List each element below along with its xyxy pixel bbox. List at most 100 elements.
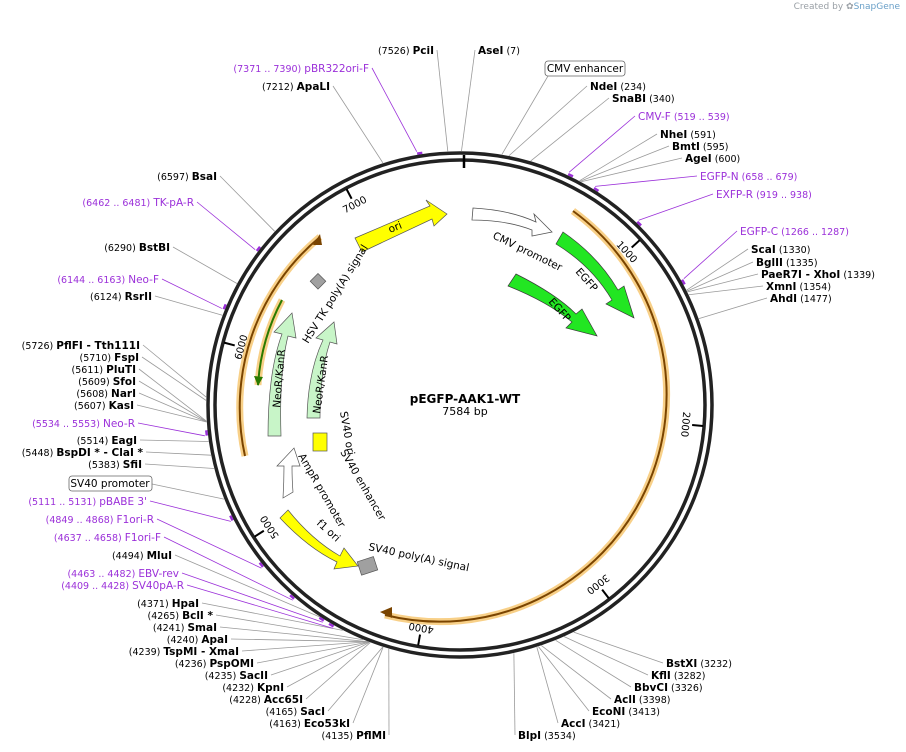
enzyme-site-pspomi[interactable]: (4236) PspOMI bbox=[175, 658, 254, 670]
enzyme-site-bstxi[interactable]: BstXI (3232) bbox=[666, 658, 732, 670]
enzyme-site-sfoi[interactable]: (5609) SfoI bbox=[78, 376, 136, 388]
enzyme-site-ahdi[interactable]: AhdI (1477) bbox=[770, 293, 832, 305]
primer-site-egfp-c[interactable]: EGFP-C (1266 .. 1287) bbox=[740, 226, 849, 238]
primer-site-neo-r[interactable]: (5534 .. 5553) Neo-R bbox=[32, 418, 135, 430]
primer-site-neo-f[interactable]: (6144 .. 6163) Neo-F bbox=[57, 274, 159, 286]
primer-binding-mark bbox=[255, 246, 262, 252]
enzyme-site-bspdi-clai[interactable]: (5448) BspDI * - ClaI * bbox=[22, 447, 144, 459]
enzyme-site-eagi[interactable]: (5514) EagI bbox=[77, 435, 137, 447]
enzyme-leader-line bbox=[174, 554, 321, 618]
enzyme-site-apali[interactable]: (7212) ApaLI bbox=[262, 81, 330, 93]
enzyme-site-bcli[interactable]: (4265) BclI * bbox=[147, 610, 213, 622]
enzyme-label: (5710) FspI bbox=[80, 352, 139, 364]
enzyme-site-apai[interactable]: (4240) ApaI bbox=[167, 634, 228, 646]
enzyme-site-kasi[interactable]: (5607) KasI bbox=[74, 400, 134, 412]
primer-label: EXFP-R (919 .. 938) bbox=[716, 189, 812, 201]
enzyme-label: SnaBI (340) bbox=[612, 93, 675, 105]
site-labels: AseI (7)NdeI (234)SnaBI (340)NheI (591)B… bbox=[22, 45, 875, 742]
enzyme-site-sacii[interactable]: (4235) SacII bbox=[205, 670, 268, 682]
enzyme-site-blpi[interactable]: BlpI (3534) bbox=[518, 730, 576, 742]
enzyme-site-acli[interactable]: AclI (3398) bbox=[614, 694, 670, 706]
enzyme-leader-line bbox=[530, 97, 610, 162]
enzyme-label: AhdI (1477) bbox=[770, 293, 832, 305]
enzyme-site-bbvci[interactable]: BbvCI (3326) bbox=[634, 682, 703, 694]
enzyme-site-rsrii[interactable]: (6124) RsrII bbox=[90, 291, 152, 303]
enzyme-leader-line bbox=[138, 392, 207, 423]
enzyme-leader-line bbox=[219, 626, 368, 643]
enzyme-leader-line bbox=[686, 248, 749, 291]
enzyme-site-ndei[interactable]: NdeI (234) bbox=[590, 81, 646, 93]
enzyme-leader-line bbox=[154, 295, 223, 316]
hsv-tk-polya-box bbox=[309, 273, 327, 290]
enzyme-label: (5608) NarI bbox=[76, 388, 136, 400]
enzyme-site-eco53ki[interactable]: (4163) Eco53kI bbox=[269, 718, 350, 730]
enzyme-label: (5611) PluTI bbox=[72, 364, 136, 376]
enzyme-site-hpai[interactable]: (4371) HpaI bbox=[137, 598, 199, 610]
enzyme-leader-line bbox=[215, 614, 364, 641]
enzyme-label: PaeR7I - XhoI (1339) bbox=[761, 269, 875, 281]
enzyme-label: (4494) MluI bbox=[112, 550, 172, 562]
enzyme-site-smai[interactable]: (4241) SmaI bbox=[153, 622, 217, 634]
enzyme-site-econi[interactable]: EcoNI (3413) bbox=[592, 706, 660, 718]
enzyme-site-pcii[interactable]: (7526) PciI bbox=[378, 45, 434, 57]
primer-site-pbabe-3[interactable]: (5111 .. 5131) pBABE 3' bbox=[28, 496, 147, 508]
enzyme-site-xmni[interactable]: XmnI (1354) bbox=[766, 281, 831, 293]
enzyme-site-pflfi-tth111i[interactable]: (5726) PflFI - Tth111I bbox=[22, 340, 140, 352]
enzyme-label: (7526) PciI bbox=[378, 45, 434, 57]
enzyme-leader-line bbox=[580, 145, 670, 182]
enzyme-site-bstbi[interactable]: (6290) BstBI bbox=[104, 242, 170, 254]
enzyme-site-fspi[interactable]: (5710) FspI bbox=[80, 352, 139, 364]
enzyme-leader-line bbox=[698, 297, 768, 319]
primer-site-tk-pa-r[interactable]: (6462 .. 6481) TK-pA-R bbox=[82, 197, 194, 209]
primer-site-pbr322ori-f[interactable]: (7371 .. 7390) pBR322ori-F bbox=[233, 63, 369, 75]
primer-binding-mark bbox=[328, 622, 335, 628]
enzyme-site-bglii[interactable]: BglII (1335) bbox=[756, 257, 818, 269]
enzyme-site-sfii[interactable]: (5383) SfiI bbox=[88, 459, 142, 471]
enzyme-site-mlui[interactable]: (4494) MluI bbox=[112, 550, 172, 562]
primer-site-cmv-f[interactable]: CMV-F (519 .. 539) bbox=[638, 111, 730, 123]
enzyme-site-nari[interactable]: (5608) NarI bbox=[76, 388, 136, 400]
primer-site-egfp-n[interactable]: EGFP-N (658 .. 679) bbox=[700, 171, 797, 183]
primer-site-f1ori-r[interactable]: (4849 .. 4868) F1ori-R bbox=[46, 514, 154, 526]
enzyme-site-kfli[interactable]: KflI (3282) bbox=[651, 670, 705, 682]
enzyme-site-bsai[interactable]: (6597) BsaI bbox=[157, 171, 217, 183]
enzyme-site-pflmi[interactable]: (4135) PflMI bbox=[322, 730, 386, 742]
enzyme-site-agei[interactable]: AgeI (600) bbox=[685, 153, 740, 165]
sv40-polya-box bbox=[356, 556, 379, 576]
primer-site-sv40pa-r[interactable]: (4409 .. 4428) SV40pA-R bbox=[61, 580, 184, 592]
enzyme-label: NheI (591) bbox=[660, 129, 716, 141]
primer-site-f1ori-f[interactable]: (4637 .. 4658) F1ori-F bbox=[54, 532, 161, 544]
primer-label: EGFP-C (1266 .. 1287) bbox=[740, 226, 849, 238]
credit-brand: SnapGene bbox=[853, 2, 900, 12]
enzyme-site-acc65i[interactable]: (4228) Acc65I bbox=[229, 694, 303, 706]
enzyme-site-acci[interactable]: AccI (3421) bbox=[561, 718, 620, 730]
scale-tick-mark bbox=[601, 589, 610, 599]
enzyme-site-paer7i-xhoi[interactable]: PaeR7I - XhoI (1339) bbox=[761, 269, 875, 281]
enzyme-site-pluti[interactable]: (5611) PluTI bbox=[72, 364, 136, 376]
enzyme-leader-line bbox=[581, 157, 683, 183]
enzyme-label: (4241) SmaI bbox=[153, 622, 217, 634]
enzyme-leader-line bbox=[508, 85, 588, 157]
f1-ori-arrow bbox=[279, 509, 359, 570]
enzyme-leader-line bbox=[436, 49, 449, 152]
primer-label: (6144 .. 6163) Neo-F bbox=[57, 274, 159, 286]
scale-tick-label: 2000 bbox=[678, 411, 691, 437]
enzyme-leader-line bbox=[142, 344, 207, 398]
enzyme-leader-line bbox=[286, 641, 370, 688]
neo-arrow-2 bbox=[306, 321, 338, 419]
hsv-tk-label: HSV TK poly(A) signal bbox=[300, 243, 370, 346]
primer-binding-mark bbox=[680, 279, 686, 285]
primer-site-ebv-rev[interactable]: (4463 .. 4482) EBV-rev bbox=[67, 568, 179, 580]
enzyme-site-tspmi-xmai[interactable]: (4239) TspMI - XmaI bbox=[129, 646, 239, 658]
enzyme-site-kpni[interactable]: (4232) KpnI bbox=[222, 682, 284, 694]
primer-leader-line bbox=[163, 536, 293, 601]
enzyme-site-snabi[interactable]: SnaBI (340) bbox=[612, 93, 675, 105]
enzyme-site-asei[interactable]: AseI (7) bbox=[478, 45, 520, 57]
primer-site-exfp-r[interactable]: EXFP-R (919 .. 938) bbox=[716, 189, 812, 201]
enzyme-site-scai[interactable]: ScaI (1330) bbox=[751, 244, 810, 256]
enzyme-site-saci[interactable]: (4165) SacI bbox=[266, 706, 325, 718]
enzyme-site-nhei[interactable]: NheI (591) bbox=[660, 129, 716, 141]
enzyme-site-bmti[interactable]: BmtI (595) bbox=[672, 141, 728, 153]
neo-label-1: NeoR/KanR bbox=[271, 349, 288, 408]
